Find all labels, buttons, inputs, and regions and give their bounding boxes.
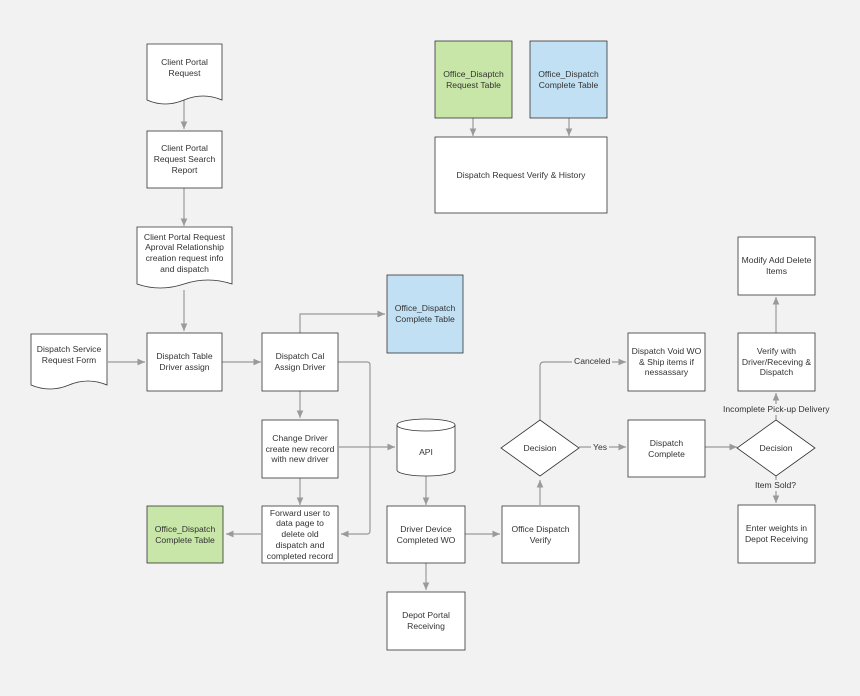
office-dispatch-complete-table-blue-mid-shape [386, 274, 464, 354]
office-dispatch-complete-table-green-shape [146, 505, 224, 564]
enter-weights-shape [737, 504, 816, 564]
api-cylinder-shape [396, 418, 456, 477]
edge-label-item-sold: Item Sold? [753, 480, 799, 491]
dispatch-void-wo-shape [627, 332, 706, 392]
edge-label-canceled: Canceled [572, 356, 613, 367]
dispatch-complete-shape [627, 419, 706, 478]
edges [108, 100, 780, 590]
depot-portal-receiving-shape [386, 591, 466, 651]
office-dispatch-complete-table-blue-top-shape [529, 40, 608, 119]
client-portal-request-shape [146, 43, 223, 105]
dispatch-service-request-form-shape [30, 333, 108, 390]
modify-add-delete-items-shape [737, 236, 816, 296]
edge-dispatch-cal-loop-to-forward-user [338, 361, 371, 538]
edge-label-yes: Yes [591, 442, 610, 453]
decision-2-shape [736, 419, 816, 477]
change-driver-shape [261, 419, 339, 479]
edge-label-incomplete-pickup: Incomplete Pick-up Delivery [721, 404, 832, 415]
driver-device-completed-wo-shape [386, 505, 466, 564]
office-dispatch-verify-shape [501, 505, 580, 564]
dispatch-request-verify-history-shape [434, 136, 608, 214]
office-disaptch-request-table-shape [434, 40, 513, 119]
forward-user-shape [261, 505, 339, 564]
client-portal-request-search-report-shape [146, 130, 223, 189]
edge-dispatch-cal-to-complete-table [299, 310, 385, 333]
decision-1-shape [500, 419, 580, 477]
dispatch-cal-assign-driver-shape [261, 332, 339, 392]
edge-decision-1-canceled-to-void [539, 358, 626, 420]
verify-with-driver-shape [737, 332, 816, 392]
nodes [30, 40, 816, 651]
client-portal-request-aproval-shape [136, 226, 233, 289]
dispatch-table-driver-assign-shape [146, 332, 223, 392]
